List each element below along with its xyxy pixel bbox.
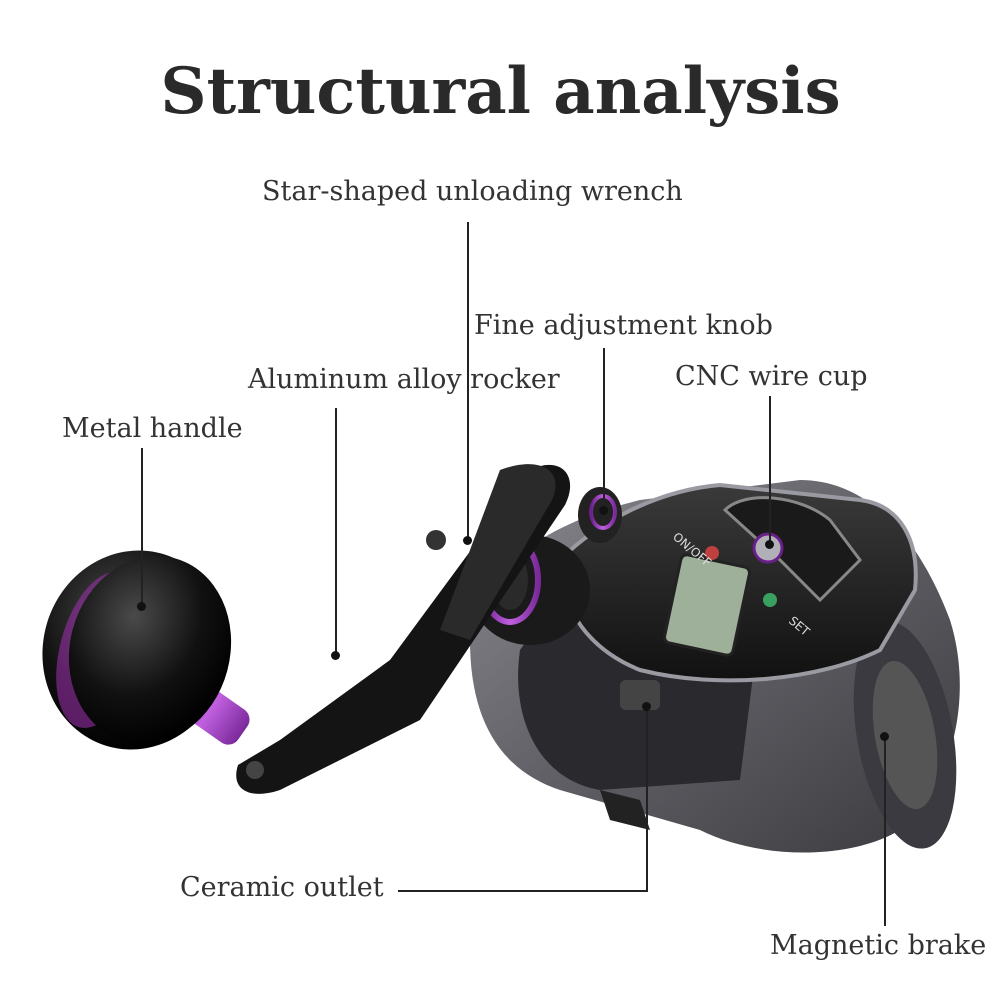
label-fine-knob: Fine adjustment knob: [474, 310, 773, 341]
line-outlet: [620, 680, 660, 710]
page-title: Structural analysis: [160, 54, 841, 129]
leader-rocker: [335, 408, 337, 655]
leader-fine-knob: [603, 348, 605, 510]
label-cnc-cup: CNC wire cup: [675, 361, 868, 392]
label-metal-handle: Metal handle: [62, 413, 243, 444]
anchor-rocker: [331, 651, 340, 660]
leader-star-wrench: [467, 222, 469, 540]
label-star-wrench: Star-shaped unloading wrench: [262, 176, 683, 207]
leader-magnetic-brake: [884, 736, 886, 926]
onoff-button: [705, 546, 719, 560]
label-ceramic-outlet: Ceramic outlet: [180, 872, 384, 903]
leader-metal-handle: [141, 448, 143, 606]
label-rocker: Aluminum alloy rocker: [248, 364, 560, 395]
anchor-magnetic-brake: [880, 732, 889, 741]
anchor-fine-knob: [599, 506, 608, 515]
lcd-display: [663, 553, 751, 657]
set-button: [763, 593, 777, 607]
leader-cnc-cup: [769, 396, 771, 544]
anchor-star-wrench: [463, 536, 472, 545]
leader-ceramic-outlet-h: [398, 890, 648, 892]
anchor-metal-handle: [137, 602, 146, 611]
label-magnetic-brake: Magnetic brake: [770, 930, 987, 961]
anchor-ceramic-outlet: [642, 702, 651, 711]
leader-ceramic-outlet-v: [646, 706, 648, 892]
anchor-cnc-cup: [765, 540, 774, 549]
